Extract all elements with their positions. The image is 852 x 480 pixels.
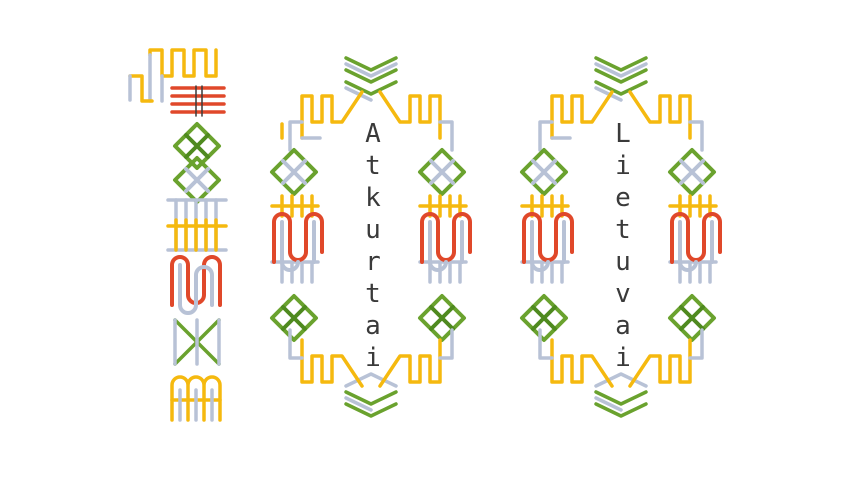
- red-stripes-ornament: [170, 85, 226, 117]
- letter: e: [615, 183, 631, 213]
- comb-ornament: [668, 194, 718, 218]
- letter: t: [365, 279, 381, 309]
- letter: i: [365, 343, 381, 373]
- meander-ornament: [628, 90, 692, 140]
- letter: A: [365, 119, 381, 149]
- letter: k: [365, 183, 381, 213]
- zigzag-ornament: [594, 56, 648, 96]
- zigzag-ornament: [594, 390, 648, 418]
- comb-ornament: [166, 198, 228, 252]
- letter: u: [615, 247, 631, 277]
- letter: r: [365, 247, 381, 277]
- snake-ornament: [670, 212, 722, 264]
- comb-ornament: [418, 194, 468, 218]
- zigzag-ornament: [173, 318, 221, 366]
- letter: v: [615, 279, 631, 309]
- snake-ornament: [522, 212, 574, 264]
- diamond-ornament: [668, 148, 716, 342]
- snake-ornament: [272, 212, 324, 264]
- digit-one: [128, 48, 228, 422]
- letter: L: [615, 119, 631, 149]
- snake-ornament: [420, 212, 472, 264]
- diamond-ornament: [270, 148, 318, 342]
- zigzag-ornament: [344, 390, 398, 418]
- meander-ornament: [378, 338, 442, 388]
- digit-zero-right: [520, 56, 722, 418]
- digit-zero-left: [270, 56, 472, 418]
- snake-ornament: [170, 255, 222, 315]
- diamond-ornament: [418, 148, 466, 342]
- meander-ornament: [628, 338, 692, 388]
- meander-ornament: [300, 90, 364, 140]
- diamond-ornament: [173, 122, 221, 204]
- comb-ornament: [520, 194, 570, 218]
- meander-ornament: [550, 90, 614, 140]
- meander-ornament: [378, 90, 442, 140]
- letter: t: [615, 215, 631, 245]
- letter: i: [615, 151, 631, 181]
- letter: a: [615, 311, 631, 341]
- meander-ornament: [550, 338, 614, 388]
- meander-ornament: [128, 48, 218, 103]
- zigzag-ornament: [344, 56, 398, 96]
- arch-ornament: [170, 375, 222, 422]
- letter: u: [365, 215, 381, 245]
- letter: a: [365, 311, 381, 341]
- meander-ornament: [300, 338, 364, 388]
- comb-ornament: [270, 194, 320, 218]
- letter: t: [365, 151, 381, 181]
- diamond-ornament: [520, 148, 568, 342]
- letter: i: [615, 343, 631, 373]
